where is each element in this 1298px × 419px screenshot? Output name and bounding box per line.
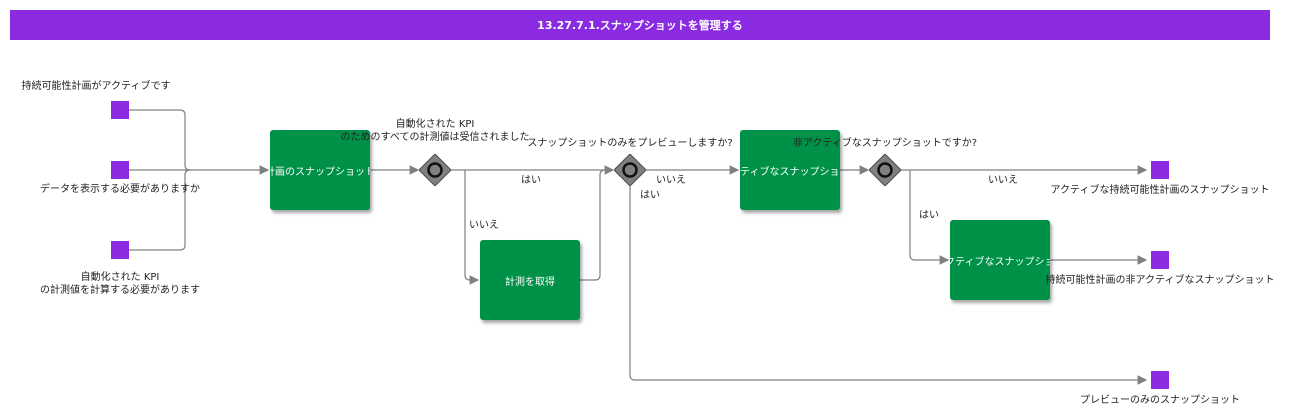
branch-label-gw1-yes: はい <box>521 175 541 186</box>
start-event-need-display <box>111 161 129 179</box>
gateway-label-all-received-2: のためのすべての計測値は受信されました <box>340 132 530 143</box>
branch-label-gw2-yes: はい <box>640 190 660 201</box>
gateway-label-all-received-1: 自動化された KPI <box>395 119 475 130</box>
task-label: 計画のスナップショット <box>270 166 370 178</box>
start-label-need-calc-2: の計測値を計算する必要があります <box>40 285 200 296</box>
end-label-inactive: 持続可能性計画の非アクティブなスナップショット <box>1045 275 1275 286</box>
end-label-active: アクティブな持続可能性計画のスナップショット <box>1050 185 1270 196</box>
end-label-preview: プレビューのみのスナップショット <box>1080 395 1240 406</box>
end-event-inactive <box>1151 251 1169 269</box>
task-inactive-snapshot[interactable]: 非アクティブなスナップショット <box>950 220 1050 300</box>
gateway-label-preview-only: スナップショットのみをプレビューしますか? <box>527 138 733 149</box>
task-get-measurements[interactable]: 計測を取得 <box>480 240 580 320</box>
start-event-need-calc <box>111 241 129 259</box>
task-label: アクティブなスナップショット <box>740 166 840 178</box>
flow-gw1-no <box>464 170 480 285</box>
task-active-snapshot[interactable]: アクティブなスナップショット <box>740 130 840 210</box>
flow-measure-to-gw2 <box>580 169 606 281</box>
branch-label-gw3-yes: はい <box>919 210 939 221</box>
gateway-all-received <box>419 154 451 186</box>
task-plan-snapshot[interactable]: 計画のスナップショット <box>270 130 370 210</box>
branch-label-gw3-no: いいえ <box>988 175 1018 186</box>
end-event-preview <box>1151 371 1169 389</box>
gateway-inactive <box>869 154 901 186</box>
flow-start-need-calc <box>129 169 191 251</box>
gateway-label-inactive: 非アクティブなスナップショットですか? <box>792 138 978 149</box>
start-event-plan-active <box>111 101 129 119</box>
branch-label-gw2-no: いいえ <box>656 175 686 186</box>
start-label-need-calc-1: 自動化された KPI <box>80 272 160 283</box>
flow-gw2-yes <box>629 186 1148 385</box>
task-label: 非アクティブなスナップショット <box>950 256 1050 268</box>
end-event-active <box>1151 161 1169 179</box>
start-label-need-display: データを表示する必要がありますか <box>40 184 200 195</box>
gateway-preview-only <box>614 154 646 186</box>
flow-gw3-yes <box>909 170 950 265</box>
diagram-title: 13.27.7.1.スナップショットを管理する <box>10 10 1270 40</box>
branch-label-gw1-no: いいえ <box>469 220 499 231</box>
task-label: 計測を取得 <box>505 276 555 288</box>
start-label-plan-active: 持続可能性計画がアクティブです <box>21 81 171 92</box>
flow-start-plan-active <box>129 109 191 171</box>
